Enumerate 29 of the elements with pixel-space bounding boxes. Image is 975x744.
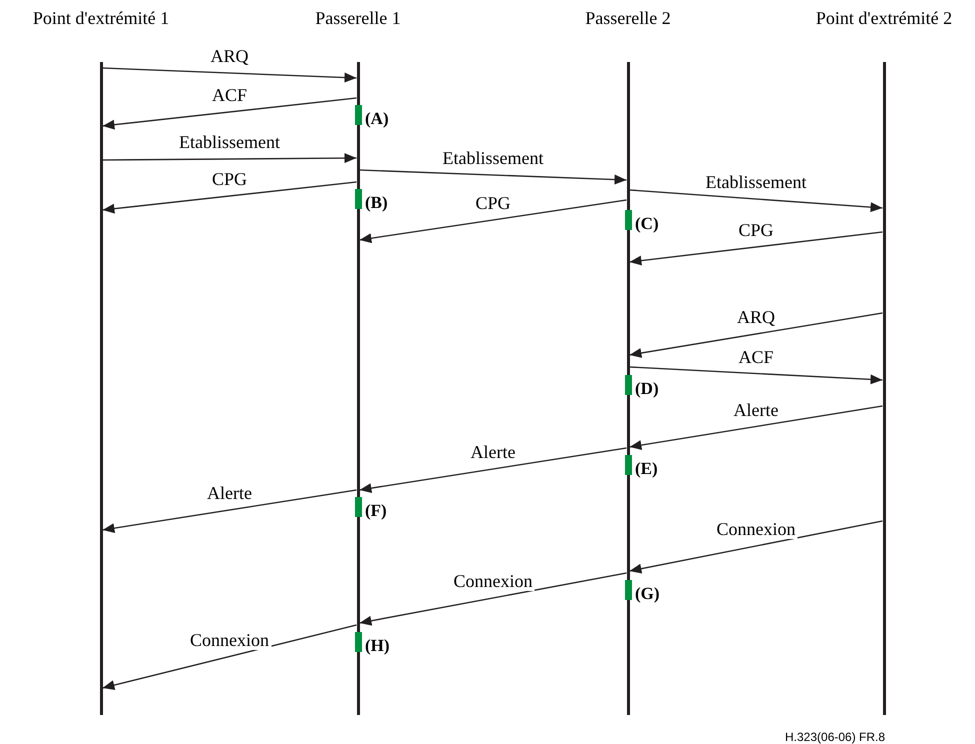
step-marker: (A) bbox=[365, 110, 389, 128]
participant-name: Passerelle 1 bbox=[314, 8, 402, 29]
message-arrow bbox=[102, 97, 357, 130]
message-arrow bbox=[629, 231, 883, 266]
message-arrow bbox=[102, 624, 357, 690]
step-marker: (C) bbox=[635, 215, 659, 233]
message-arrow bbox=[629, 312, 883, 358]
participant-name: Point d'extrémité 1 bbox=[32, 8, 170, 29]
step-marker: (F) bbox=[365, 502, 387, 520]
message-arrow bbox=[359, 572, 627, 626]
message-arrow bbox=[629, 405, 883, 450]
participant-name: Point d'extrémité 2 bbox=[814, 8, 954, 29]
message-arrow bbox=[629, 366, 883, 384]
message-arrow bbox=[359, 199, 627, 244]
step-marker: (B) bbox=[365, 194, 388, 212]
figure-number: H.323(06-06) FR.8 bbox=[785, 730, 886, 744]
message-arrow bbox=[102, 153, 356, 164]
message-arrow bbox=[629, 520, 883, 574]
message-arrow bbox=[629, 189, 883, 212]
step-marker: (H) bbox=[365, 637, 390, 655]
message-arrow bbox=[359, 169, 627, 185]
message-arrow bbox=[102, 489, 357, 534]
message-arrow bbox=[359, 447, 627, 494]
step-marker: (D) bbox=[635, 380, 659, 398]
message-arrow bbox=[102, 181, 357, 214]
participant-name: Passerelle 2 bbox=[584, 8, 672, 29]
step-marker: (G) bbox=[635, 585, 660, 603]
step-marker: (E) bbox=[635, 460, 658, 478]
message-arrow bbox=[102, 67, 357, 83]
